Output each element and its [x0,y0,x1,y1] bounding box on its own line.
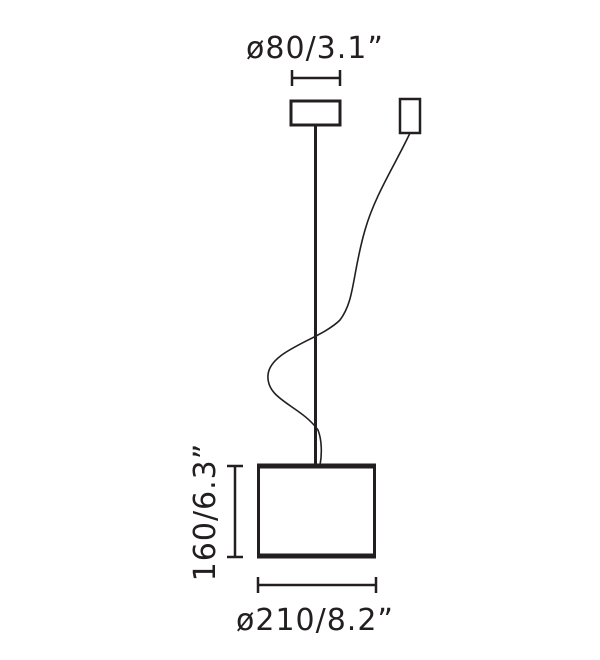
canopy-diameter-label: ø80/3.1” [246,31,384,66]
shade-diameter-label: ø210/8.2” [236,603,394,638]
height-dimension-line [227,464,243,559]
lamp-shade [257,464,376,558]
ceiling-canopy [289,99,342,127]
shade-width-dimension-line [256,577,378,593]
power-cable [267,132,411,466]
canopy-dimension-line [290,70,342,86]
shade-height-label: 160/6.3” [188,443,223,582]
plug-connector [398,97,422,135]
